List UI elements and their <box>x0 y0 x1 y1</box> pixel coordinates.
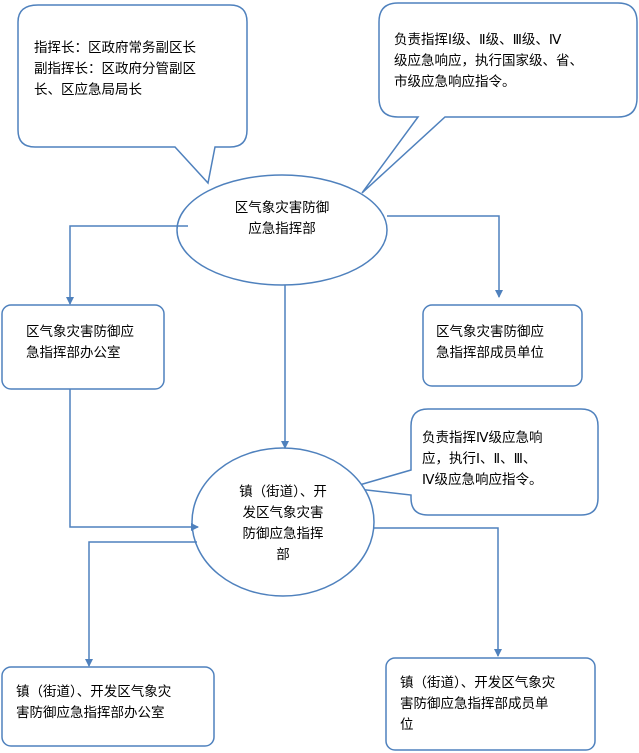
town-office-line: 镇（街道）、开发区气象灾 <box>16 684 172 700</box>
callout-town-duty-shape <box>348 408 599 516</box>
district-office-box <box>1 304 165 390</box>
callout-town-duty-line: 应，执行Ⅰ、Ⅱ、Ⅲ、 <box>422 451 537 467</box>
callout-district-duty-line: 负责指挥Ⅰ级、Ⅱ级、Ⅲ级、Ⅳ <box>394 32 562 48</box>
callout-leaders-line: 长、区应急局局长 <box>34 82 142 98</box>
arrow-town-hq-to-town-members <box>374 527 502 657</box>
district-hq-line: 应急指挥部 <box>248 221 316 237</box>
district-office-line: 区气象灾害防御应 <box>26 324 134 340</box>
district-hq-ellipse <box>176 174 388 286</box>
callout-leaders-text: 指挥长：区政府常务副区长 副指挥长：区政府分管副区 长、区应急局局长 <box>34 38 244 101</box>
arrow-town-hq-to-town-office <box>85 541 197 667</box>
town-office-line: 害防御应急指挥部办公室 <box>16 705 165 721</box>
callout-town-duty-line: 负责指挥Ⅳ级应急响 <box>422 430 543 446</box>
town-members-text: 镇（街道）、开发区气象灾 害防御应急指挥部成员单 位 <box>400 673 594 736</box>
callout-district-duty-line: 级应急响应，执行国家级、省、 <box>394 53 583 69</box>
town-members-line: 害防御应急指挥部成员单 <box>400 696 549 712</box>
town-office-text: 镇（街道）、开发区气象灾 害防御应急指挥部办公室 <box>16 682 212 724</box>
callout-leaders-line: 副指挥长：区政府分管副区 <box>34 61 196 77</box>
town-hq-line: 发区气象灾害 <box>242 505 324 521</box>
callout-leaders-line: 指挥长：区政府常务副区长 <box>34 40 196 56</box>
arrow-hq-to-members <box>387 215 503 298</box>
callout-leaders-shape <box>17 4 248 185</box>
town-hq-text: 镇（街道）、开 发区气象灾害 防御应急指挥 部 <box>205 482 361 566</box>
district-hq-line: 区气象灾害防御 <box>234 200 330 216</box>
town-members-line: 位 <box>400 717 414 733</box>
town-hq-line: 防御应急指挥 <box>242 526 324 542</box>
district-hq-text: 区气象灾害防御 应急指挥部 <box>200 198 364 240</box>
callout-town-duty-text: 负责指挥Ⅳ级应急响 应，执行Ⅰ、Ⅱ、Ⅲ、 Ⅳ级应急响应指令。 <box>422 428 598 491</box>
district-office-text: 区气象灾害防御应 急指挥部办公室 <box>26 322 162 364</box>
district-members-line: 区气象灾害防御应 <box>436 324 544 340</box>
callout-town-duty-line: Ⅳ级应急响应指令。 <box>422 472 543 488</box>
callout-district-duty-line: 市级应急响应指令。 <box>394 74 516 90</box>
district-members-text: 区气象灾害防御应 急指挥部成员单位 <box>436 322 580 364</box>
arrow-hq-to-office <box>66 225 188 305</box>
district-members-line: 急指挥部成员单位 <box>436 345 544 361</box>
district-office-line: 急指挥部办公室 <box>26 345 121 361</box>
district-members-box <box>422 304 583 387</box>
town-hq-line: 部 <box>276 547 290 563</box>
town-office-box <box>1 666 215 747</box>
town-members-box <box>385 657 596 751</box>
town-hq-line: 镇（街道）、开 <box>239 484 327 500</box>
callout-district-duty-shape <box>361 2 638 194</box>
callout-district-duty-text: 负责指挥Ⅰ级、Ⅱ级、Ⅲ级、Ⅳ 级应急响应，执行国家级、省、 市级应急响应指令。 <box>394 30 634 93</box>
arrow-office-to-town-hq <box>69 389 199 531</box>
town-members-line: 镇（街道）、开发区气象灾 <box>400 675 556 691</box>
